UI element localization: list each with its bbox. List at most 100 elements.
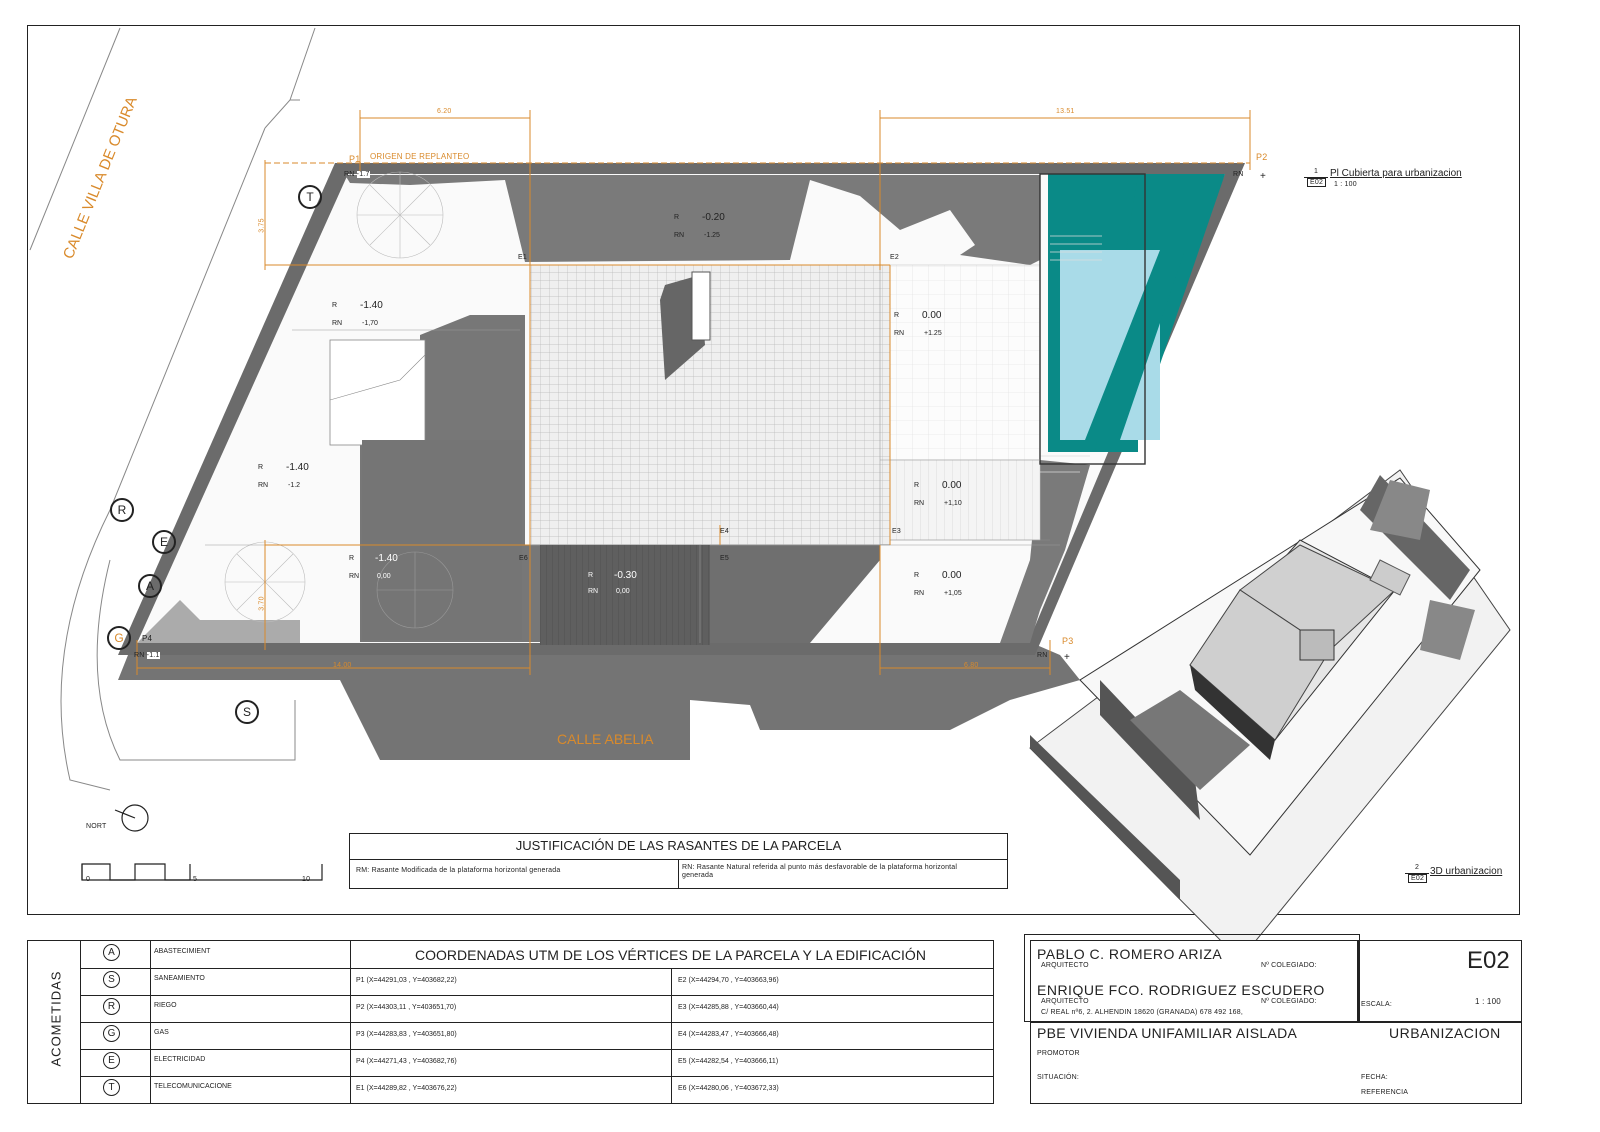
dimension-lines bbox=[136, 110, 1251, 675]
level-marker: R -0.20 RN -1.25 bbox=[674, 212, 725, 239]
rn-corner-p3: RN bbox=[1037, 652, 1048, 659]
deck-lower bbox=[540, 545, 710, 645]
acometida-row: S SANEAMIENTO bbox=[80, 967, 350, 994]
sheet-number: E02 bbox=[1467, 947, 1510, 974]
coord-right-4: E5 (X=44282,54 , Y=403666,11) bbox=[678, 1058, 779, 1065]
coord-right-5: E6 (X=44280,06 , Y=403672,33) bbox=[678, 1085, 779, 1092]
dim-top-left: 6.20 bbox=[437, 108, 452, 115]
coordinates-title: COORDENADAS UTM DE LOS VÉRTICES DE LA PA… bbox=[415, 947, 926, 963]
coord-right-3: E4 (X=44283,47 , Y=403666,48) bbox=[678, 1031, 779, 1038]
architect-1-role: ARQUITECTO bbox=[1041, 962, 1089, 969]
dim-left-bottom: 3.70 bbox=[258, 596, 266, 611]
plus-p2: + bbox=[1260, 171, 1267, 182]
pool-frame bbox=[1039, 173, 1146, 465]
view-tag-2: 2 E02 3D urbanizacion bbox=[1405, 864, 1525, 886]
scale-tick-5: 5 bbox=[193, 876, 198, 883]
axonometric-view bbox=[1029, 469, 1511, 961]
coord-left-4: P4 (X=44271,43 , Y=403682,76) bbox=[356, 1058, 457, 1065]
situacion-label: SITUACIÓN: bbox=[1037, 1074, 1080, 1081]
acometida-marker-a: A bbox=[138, 574, 162, 598]
acometida-row: A ABASTECIMIENT bbox=[80, 940, 350, 967]
acometidas-title: ACOMETIDAS bbox=[48, 970, 64, 1067]
rn-corner-p1: RN -1.7 bbox=[344, 171, 370, 178]
dim-left-top: 3.75 bbox=[258, 218, 266, 233]
dim-bottom-right: 6.80 bbox=[964, 662, 979, 669]
acometida-marker-e: E bbox=[152, 530, 176, 554]
point-e4: E4 bbox=[720, 528, 729, 535]
fecha-label: FECHA: bbox=[1361, 1074, 1388, 1081]
shadow-left-edge bbox=[137, 600, 300, 643]
coord-left-3: P3 (X=44283,83 , Y=403651,80) bbox=[356, 1031, 457, 1038]
coord-left-1: P1 (X=44291,03 , Y=403682,22) bbox=[356, 977, 457, 984]
architect-2: ENRIQUE FCO. RODRIGUEZ ESCUDERO bbox=[1037, 982, 1325, 998]
rasantes-title: JUSTIFICACIÓN DE LAS RASANTES DE LA PARC… bbox=[515, 838, 842, 853]
street-edge-lower bbox=[264, 27, 316, 129]
point-e5: E5 bbox=[720, 555, 729, 562]
tree-bottom-2 bbox=[376, 551, 454, 629]
title-block: PABLO C. ROMERO ARIZA ARQUITECTO Nº COLE… bbox=[1030, 940, 1522, 1104]
point-p2: P2 bbox=[1256, 152, 1268, 162]
drawing-frame bbox=[27, 25, 1520, 915]
acometida-marker-s: S bbox=[235, 700, 259, 724]
house-block-left bbox=[362, 440, 522, 640]
architect-1-colegiado: Nº COLEGIADO: bbox=[1261, 962, 1317, 969]
street-bottom-label: CALLE ABELIA bbox=[557, 731, 654, 747]
tree-top bbox=[356, 171, 444, 259]
architect-1: PABLO C. ROMERO ARIZA bbox=[1037, 946, 1223, 962]
chimney bbox=[691, 271, 711, 341]
point-p1: P1 bbox=[349, 154, 361, 164]
pool-water-cut bbox=[1085, 250, 1185, 440]
shadow-right-strip bbox=[1000, 460, 1090, 643]
acometidas-table: ACOMETIDAS COORDENADAS UTM DE LOS VÉRTIC… bbox=[27, 940, 994, 1104]
coord-left-5: E1 (X=44289,82 , Y=403676,22) bbox=[356, 1085, 457, 1092]
rasantes-rn: RN: Rasante Natural referida al punto má… bbox=[682, 864, 958, 879]
architect-2-role: ARQUITECTO bbox=[1041, 998, 1089, 1005]
point-e3: E3 bbox=[892, 528, 901, 535]
ramp-line bbox=[329, 354, 426, 401]
referencia-label: REFERENCIA bbox=[1361, 1089, 1409, 1096]
coord-right-2: E3 (X=44285,88 , Y=403660,44) bbox=[678, 1004, 779, 1011]
project-name: PBE VIVIENDA UNIFAMILIAR AISLADA bbox=[1037, 1025, 1298, 1041]
level-marker: R -0.30 RN 0,00 bbox=[588, 570, 637, 595]
scale-tick-0: 0 bbox=[86, 876, 91, 883]
terrace-tiles bbox=[889, 264, 1041, 461]
architect-address: C/ REAL nº6, 2. ALHENDIN 18620 (GRANADA)… bbox=[1041, 1009, 1243, 1016]
level-marker: R 0.00 RN +1,05 bbox=[914, 570, 962, 597]
acometida-row: R RIEGO bbox=[80, 994, 350, 1021]
dim-top-right: 13.51 bbox=[1056, 108, 1075, 115]
scale-tick-10: 10 bbox=[302, 876, 311, 883]
street-edge-upper bbox=[29, 27, 121, 251]
point-p3: P3 bbox=[1062, 636, 1074, 646]
level-marker: R -1.40 RN -1,70 bbox=[332, 300, 383, 327]
level-marker: R 0.00 RN +1.25 bbox=[894, 310, 942, 337]
acometida-marker-t: T bbox=[298, 185, 322, 209]
point-e2: E2 bbox=[890, 254, 899, 261]
north-arrow bbox=[114, 804, 149, 832]
rasantes-box: JUSTIFICACIÓN DE LAS RASANTES DE LA PARC… bbox=[349, 833, 1008, 889]
coord-left-2: P2 (X=44303,11 , Y=403651,70) bbox=[356, 1004, 457, 1011]
acometida-marker-r: R bbox=[110, 498, 134, 522]
street-corner-curve bbox=[60, 127, 266, 791]
level-marker: R -1.40 RN 0,00 bbox=[349, 553, 398, 580]
acometida-row: T TELECOMUNICACIONE bbox=[80, 1075, 350, 1102]
deck-right bbox=[889, 459, 1041, 541]
north-label: NORT bbox=[86, 823, 107, 830]
rasantes-rm: RM: Rasante Modificada de la plataforma … bbox=[356, 867, 561, 874]
origin-label: ORIGEN DE REPLANTEO bbox=[370, 152, 470, 161]
graphic-scale bbox=[81, 863, 323, 881]
point-p4: P4 bbox=[142, 634, 153, 643]
coord-right-1: E2 (X=44294,70 , Y=403663,96) bbox=[678, 977, 779, 984]
escala-value: 1 : 100 bbox=[1475, 997, 1501, 1006]
street-corner-inner bbox=[96, 559, 296, 761]
point-e6: E6 bbox=[519, 555, 528, 562]
acometida-marker-g: G bbox=[107, 626, 131, 650]
level-marker: R 0.00 RN +1,10 bbox=[914, 480, 962, 507]
architect-2-colegiado: Nº COLEGIADO: bbox=[1261, 998, 1317, 1005]
title-block-inner bbox=[1024, 934, 1360, 1022]
rn-corner-p4: RN -1.1 bbox=[134, 652, 160, 659]
promotor-label: PROMOTOR bbox=[1037, 1050, 1080, 1057]
plus-p3: + bbox=[1064, 652, 1071, 663]
rn-corner-p2: RN bbox=[1233, 171, 1244, 178]
